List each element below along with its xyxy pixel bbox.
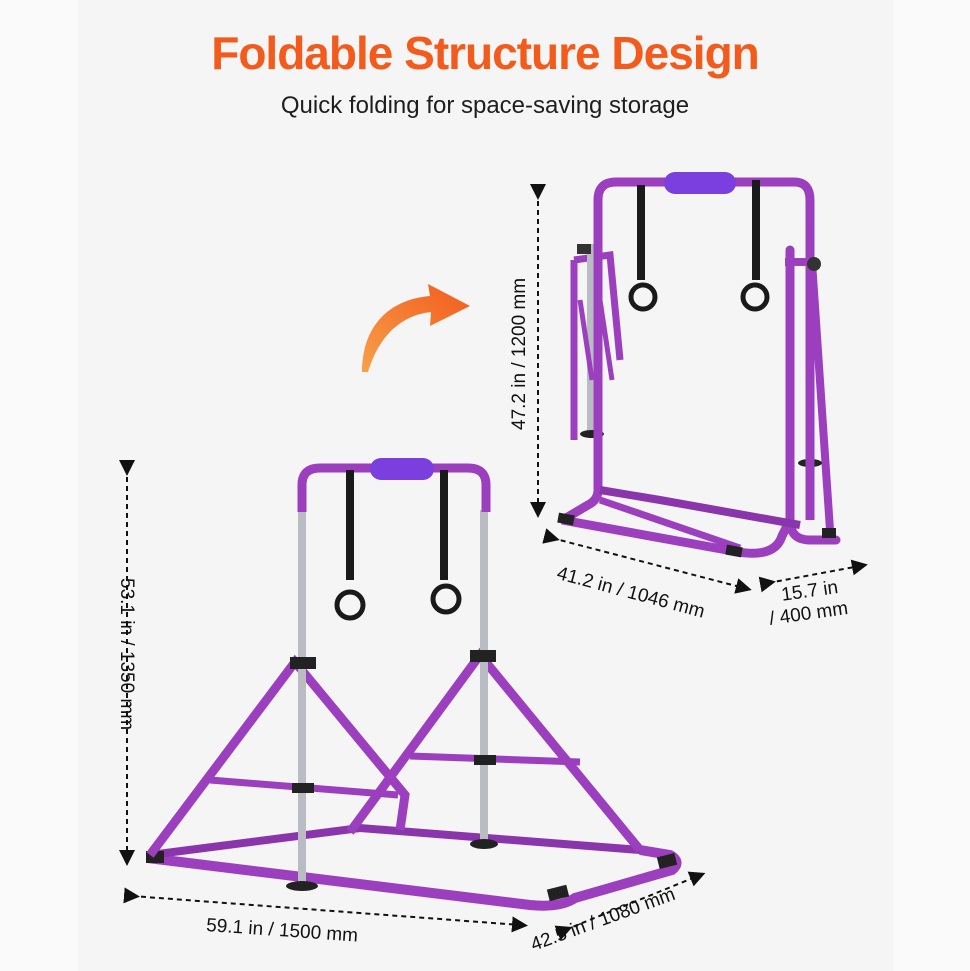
curved-arrow-icon (362, 284, 470, 372)
folded-dimension-lines (530, 184, 868, 594)
folded-bar-image (557, 172, 841, 558)
open-height-label: 53.1 in / 1350 mm (116, 578, 137, 731)
page-title: Foldable Structure Design (211, 27, 760, 79)
page-subtitle: Quick folding for space-saving storage (280, 92, 690, 119)
open-dimension-lines (119, 460, 706, 941)
folded-height-label: 47.2 in / 1200 mm (509, 277, 530, 430)
